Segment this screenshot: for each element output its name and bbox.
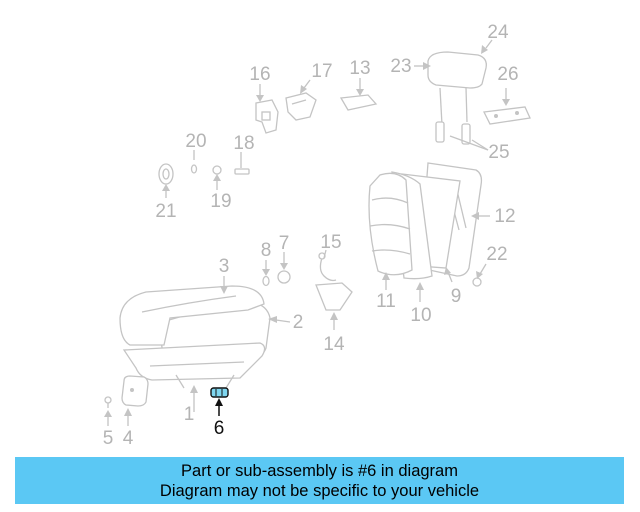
seat-parts-diagram: 1 2 3 4 5 6 7 8 9 10 11 12 13 14 15 16 1… [103,22,531,449]
callout-18: 18 [233,133,254,154]
callout-11: 11 [376,291,396,312]
callout-6: 6 [214,418,225,439]
callout-2: 2 [293,312,304,333]
callout-labels: 1 2 3 4 5 6 7 8 9 10 11 12 13 14 15 16 1… [103,22,519,449]
callout-21: 21 [155,201,176,222]
callout-14: 14 [323,334,345,355]
info-banner: Part or sub-assembly is #6 in diagram Di… [15,457,624,504]
callout-12: 12 [494,206,515,227]
knob-part-21 [158,163,174,185]
cover-part-16 [255,99,279,134]
callout-23: 23 [390,56,411,77]
callout-25: 25 [488,142,509,163]
seat-cushion-cover-part-3 [119,285,265,346]
wire-part-15 [318,252,337,282]
callout-5: 5 [103,428,114,449]
callout-16: 16 [249,64,270,85]
callout-9: 9 [451,286,462,307]
washer-part-8 [262,275,270,287]
callout-7: 7 [279,233,290,254]
banner-line-disclaimer: Diagram may not be specific to your vehi… [159,482,480,500]
callout-1: 1 [184,404,195,425]
nut-part-19 [212,165,222,175]
callout-8: 8 [261,240,272,261]
seat-frame-part-1 [122,342,266,389]
callout-26: 26 [497,64,518,85]
cover-part-4 [121,375,149,407]
screw-part-5 [104,396,112,408]
callout-4: 4 [123,428,134,449]
washer-part-20 [190,164,198,174]
highlighted-part-6[interactable] [210,387,229,398]
callout-22: 22 [486,244,507,265]
callout-13: 13 [349,58,370,79]
clip-part-13 [339,94,378,111]
callout-15: 15 [320,232,341,253]
callout-20: 20 [185,131,206,152]
callout-10: 10 [410,305,431,326]
banner-line-part-number: Part or sub-assembly is #6 in diagram [181,462,458,480]
callout-24: 24 [487,22,509,43]
cover-part-17 [285,92,317,121]
callout-19: 19 [210,191,231,212]
bolt-part-18 [234,160,250,175]
headrest-part-24 [427,51,487,89]
grommet-part-7 [277,270,291,284]
trim-panel-part-26 [483,106,531,125]
screw-part-22 [472,277,482,287]
seat-back-cover-part-11 [368,172,413,276]
callout-3: 3 [219,256,230,277]
leader-lines [104,39,510,426]
lever-part-14 [315,282,353,311]
callout-17: 17 [311,61,332,82]
headrest-guide-part-25 [435,87,471,145]
